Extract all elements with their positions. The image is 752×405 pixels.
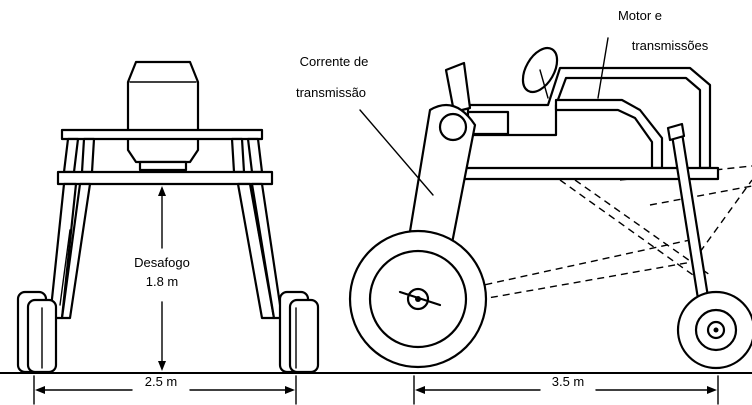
clearance-value: 1.8 m (146, 274, 179, 289)
front-steer-wheel (676, 290, 752, 370)
steering-wheel (521, 46, 559, 99)
front-right-wheel (278, 290, 320, 374)
side-frame (438, 166, 720, 181)
wheelbase-label: 3.5 m (552, 374, 585, 389)
engine-label-line2: transmissões (632, 38, 709, 53)
spray-tank (126, 60, 200, 177)
clearance-label: Desafogo (134, 255, 190, 270)
clearance-arrow (158, 186, 166, 371)
chain-label: Corrente de (300, 54, 369, 69)
main-beam (56, 170, 274, 186)
chain-label-line2: transmissão (296, 85, 366, 100)
front-left-wheel (16, 290, 58, 374)
engine-label: Motor e (618, 8, 662, 23)
track-width-label: 2.5 m (145, 374, 178, 389)
front-view: Desafogo 1.8 m 2.5 m (16, 60, 320, 405)
wheelbase-dimension (413, 375, 719, 405)
upper-platform (60, 128, 264, 141)
chain-leader-line (359, 109, 434, 196)
engine-leader-line (597, 37, 609, 99)
track-width-dimension (33, 375, 297, 405)
side-view: Corrente de transmissão Motor e transmis… (296, 8, 752, 405)
